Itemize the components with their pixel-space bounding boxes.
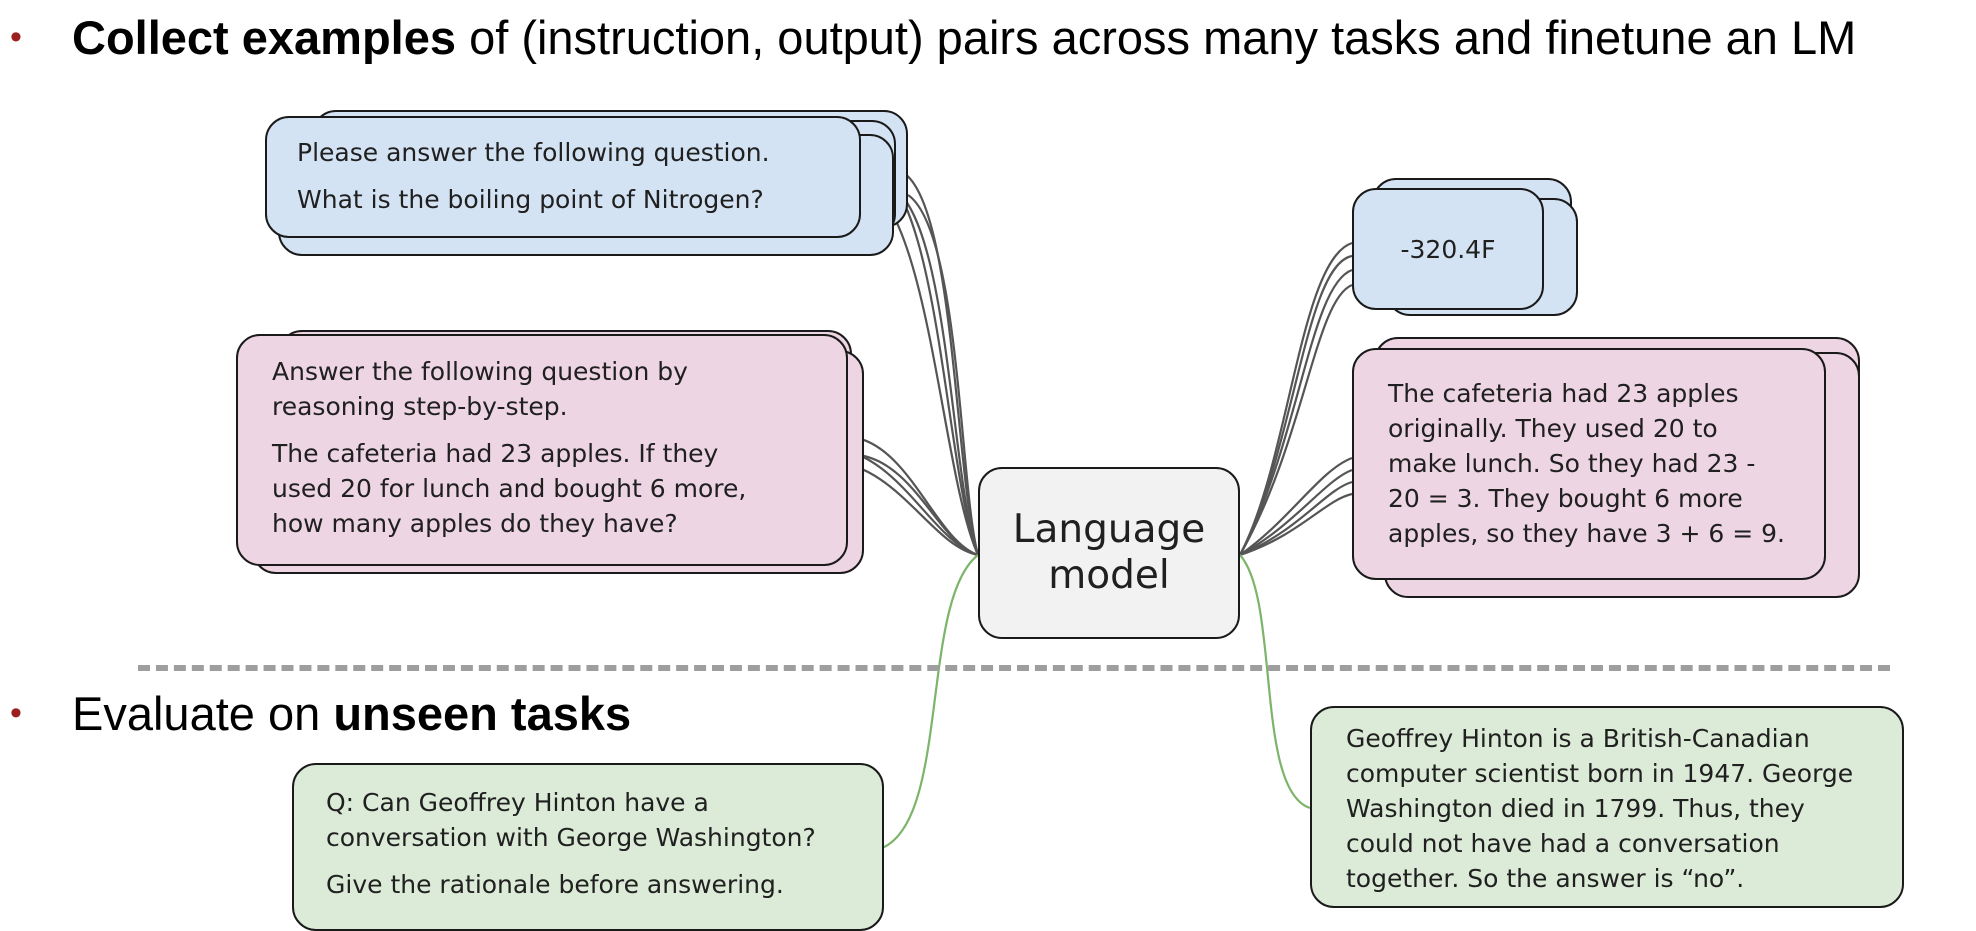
train-output-card-reasoning: The cafeteria had 23 apples originally. …: [1352, 348, 1826, 580]
bullet-rest: of (instruction, output) pairs across ma…: [456, 11, 1857, 64]
train-input-card-factual: Please answer the following question. Wh…: [265, 116, 861, 238]
card-line: What is the boiling point of Nitrogen?: [297, 185, 764, 214]
eval-output-card: Geoffrey Hinton is a British-Canadian co…: [1310, 706, 1904, 908]
card-line: Geoffrey Hinton is a British-Canadian: [1346, 724, 1810, 753]
train-output-card-factual: -320.4F: [1352, 188, 1544, 310]
model-label-line: model: [1048, 553, 1170, 598]
bullet-collect-examples: • Collect examples of (instruction, outp…: [0, 10, 1856, 65]
card-line: conversation with George Washington?: [326, 823, 816, 852]
wire-in-1d: [901, 171, 980, 556]
bullet-bold: unseen tasks: [333, 687, 632, 740]
card-line: how many apples do they have?: [272, 509, 678, 538]
card-line: originally. They used 20 to: [1388, 414, 1718, 443]
wire-in-1c: [887, 183, 980, 556]
wire-in-2d: [857, 453, 979, 557]
card-line: The cafeteria had 23 apples: [1388, 379, 1739, 408]
train-input-card-reasoning: Answer the following question by reasoni…: [236, 334, 848, 566]
card-line: reasoning step-by-step.: [272, 392, 568, 421]
wire-out-2b: [1239, 468, 1353, 556]
wire-out-1c: [1239, 268, 1353, 556]
card-line: used 20 for lunch and bought 6 more,: [272, 474, 747, 503]
card-line: Q: Can Geoffrey Hinton have a: [326, 788, 709, 817]
wire-out-1d: [1239, 283, 1353, 556]
wire-in-1e: [907, 194, 980, 556]
bullet-bold: Collect examples: [72, 11, 457, 64]
wire-eval-in: [881, 554, 979, 850]
dashed-divider: [138, 665, 1890, 671]
language-model-box: Language model: [978, 467, 1240, 639]
bullet-marker: •: [10, 694, 22, 732]
card-line: could not have had a conversation: [1346, 829, 1780, 858]
eval-input-card: Q: Can Geoffrey Hinton have a conversati…: [292, 763, 884, 931]
wire-eval-out: [1239, 554, 1311, 810]
bullet-evaluate-unseen: • Evaluate on unseen tasks: [0, 686, 631, 741]
bullet-marker: •: [10, 18, 22, 56]
card-line: Please answer the following question.: [297, 138, 770, 167]
card-line: together. So the answer is “no”.: [1346, 864, 1745, 893]
bullet-lead: Evaluate on: [72, 687, 334, 740]
model-label-line: Language: [1012, 507, 1206, 552]
eval-wires: [881, 554, 1311, 850]
card-line: 20 = 3. They bought 6 more: [1388, 484, 1743, 513]
card-line: Answer the following question by: [272, 357, 688, 386]
card-line: apples, so they have 3 + 6 = 9.: [1388, 519, 1785, 548]
card-line: -320.4F: [1400, 234, 1496, 264]
card-line: Washington died in 1799. Thus, they: [1346, 794, 1805, 823]
card-line: make lunch. So they had 23 -: [1388, 449, 1756, 478]
wire-out-2c: [1239, 480, 1353, 557]
bullet-text: Evaluate on unseen tasks: [72, 686, 631, 741]
card-line: The cafeteria had 23 apples. If they: [272, 439, 719, 468]
card-line: computer scientist born in 1947. George: [1346, 759, 1854, 788]
wire-out-2d: [1239, 492, 1353, 557]
wire-out-2a: [1239, 456, 1353, 556]
card-line: Give the rationale before answering.: [326, 870, 784, 899]
bullet-text: Collect examples of (instruction, output…: [72, 10, 1856, 65]
